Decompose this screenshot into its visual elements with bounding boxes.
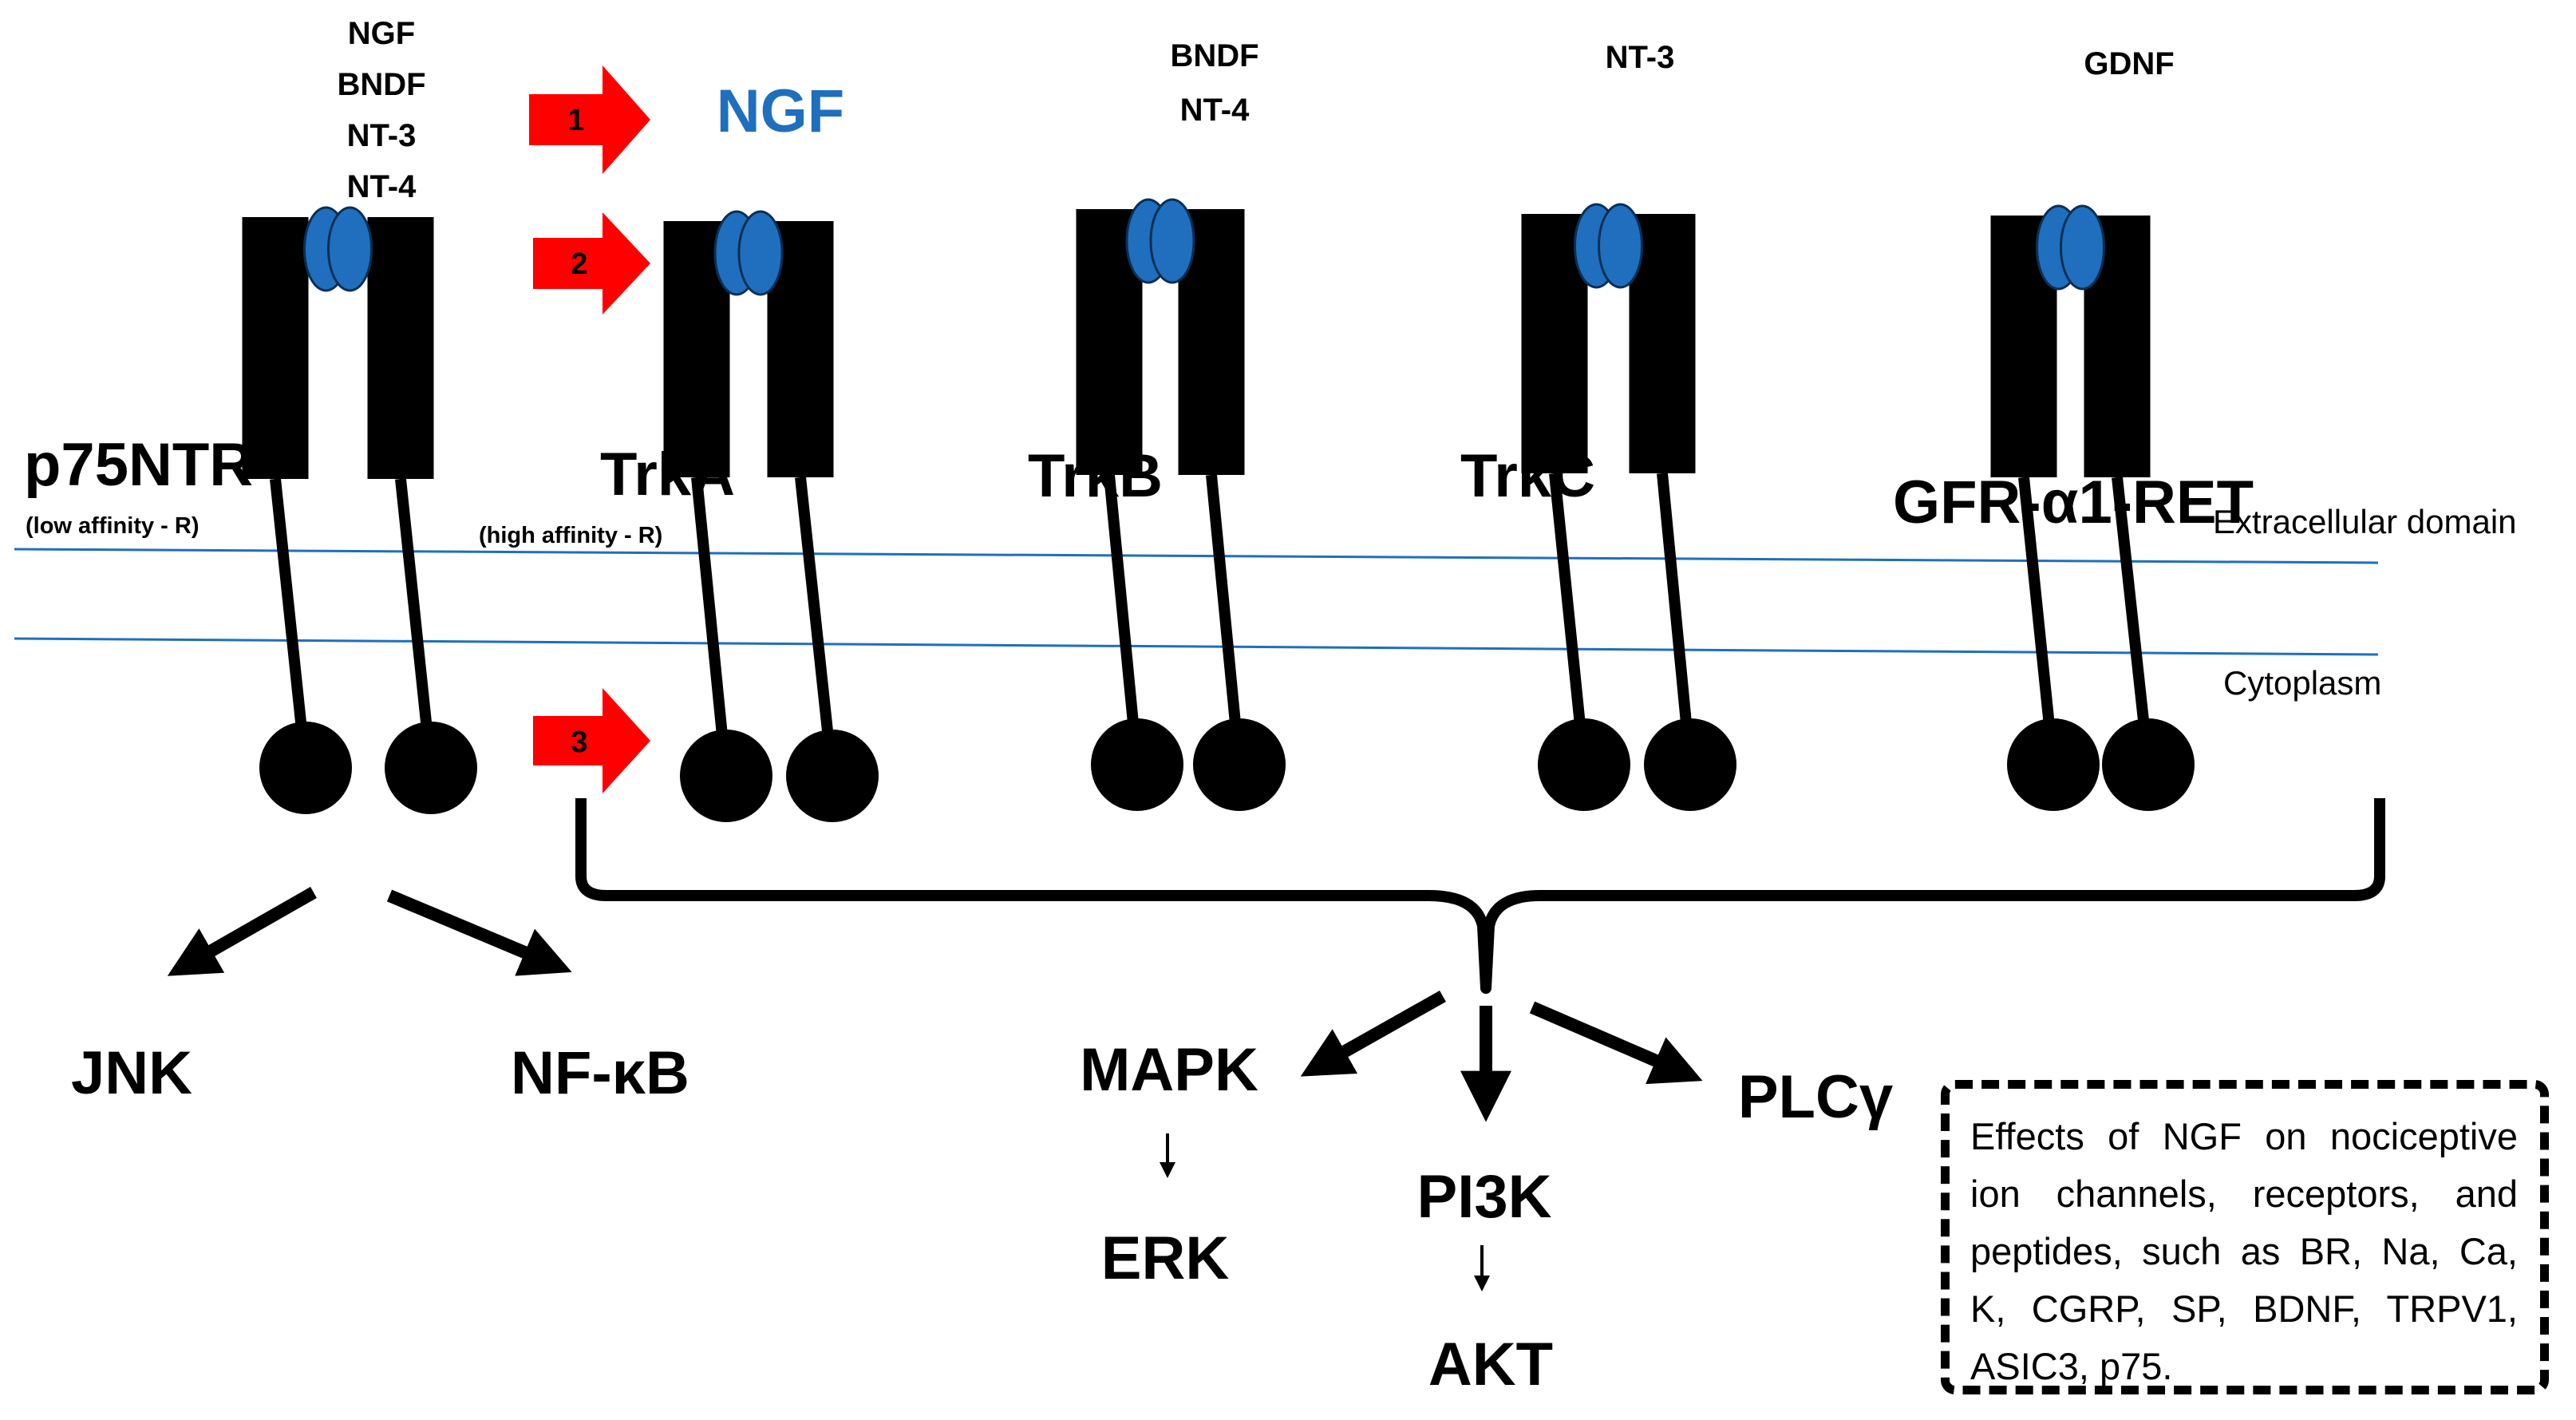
trkb-ligand-oval-right xyxy=(1149,198,1195,284)
p75ntr-ligand-label-1: BNDF xyxy=(337,67,425,102)
trkb-ligand-label-0: BNDF xyxy=(1170,38,1258,73)
trkb-receptor: TrkB BNDF NT-4 xyxy=(1028,38,1286,811)
gfra1ret-name: GFR-α1-RET xyxy=(1893,469,2254,536)
trk-brace xyxy=(575,798,2385,994)
arrow-to-mapk xyxy=(1300,991,1446,1077)
trka-kinase-right xyxy=(786,730,879,822)
trkb-name: TrkB xyxy=(1028,442,1163,510)
trka-affinity: (high affinity - R) xyxy=(479,523,662,548)
trka-ligand-oval-right xyxy=(737,210,784,296)
trka-kinase-left xyxy=(680,730,772,822)
trkb-stem-left xyxy=(1104,474,1143,765)
erk-label: ERK xyxy=(1101,1224,1230,1292)
receptors-layer: p75NTR(low affinity - R)NGFBNDFNT-3NT-4T… xyxy=(24,16,2254,822)
arrow-to-plcg xyxy=(1529,1001,1703,1085)
step-arrow-3: 3 xyxy=(533,688,650,793)
trka-ligand-label: NGF xyxy=(717,77,844,145)
p75ntr-kinase-right xyxy=(385,722,477,814)
trkc-kinase-right xyxy=(1644,718,1736,811)
p75ntr-stem-left xyxy=(270,478,311,769)
p75ntr-affinity: (low affinity - R) xyxy=(26,513,199,539)
membrane-outer-line xyxy=(14,548,2379,564)
gfra1ret-kinase-right xyxy=(2102,718,2195,811)
trkc-stem-left xyxy=(1549,473,1590,765)
step-label-3: 3 xyxy=(571,726,587,759)
p75ntr-ligand-label-0: NGF xyxy=(348,16,415,51)
p75ntr-stem-right xyxy=(395,478,437,769)
arrow-to-nfkb xyxy=(386,889,572,976)
p75ntr-ligand-label-3: NT-4 xyxy=(347,169,417,204)
gfra1ret-receptor: GFR-α1-RET GDNF xyxy=(1893,46,2254,811)
pi3k-label: PI3K xyxy=(1417,1163,1552,1231)
gfra1ret-stem-right xyxy=(2112,477,2154,765)
trkc-stem-right xyxy=(1657,473,1696,765)
step-arrow-1: 1 xyxy=(529,65,650,174)
gfra1ret-stem-left xyxy=(2018,477,2059,765)
p75ntr-kinase-left xyxy=(259,722,352,814)
trkb-kinase-right xyxy=(1193,718,1286,811)
p75ntr-ligand-label-2: NT-3 xyxy=(347,118,417,153)
arrow-to-jnk xyxy=(167,887,317,976)
trkc-receptor: TrkC NT-3 xyxy=(1460,40,1736,811)
trka-stem-right xyxy=(795,477,838,777)
akt-label: AKT xyxy=(1428,1331,1553,1398)
jnk-label: JNK xyxy=(71,1039,192,1107)
plcg-label: PLCγ xyxy=(1738,1063,1893,1131)
step-label-2: 2 xyxy=(571,247,587,281)
mapk-label: MAPK xyxy=(1080,1036,1258,1104)
trkb-stem-right xyxy=(1206,474,1245,765)
p75ntr-receptor: p75NTR (low affinity - R) NGF BNDF NT-3NT-4 xyxy=(24,16,477,814)
trka-stem-left xyxy=(691,477,732,777)
gfra1ret-kinase-left xyxy=(2007,718,2100,811)
gfra1ret-ligand-label-0: GDNF xyxy=(2084,46,2174,81)
trkc-kinase-left xyxy=(1538,718,1630,811)
gfra1ret-ligand-oval-right xyxy=(2060,204,2105,291)
p75ntr-arm-right xyxy=(367,217,434,479)
trka-name: TrkA xyxy=(600,441,735,508)
trkc-ligand-label-0: NT-3 xyxy=(1606,40,1675,75)
p75ntr-name: p75NTR xyxy=(24,431,253,499)
step-arrow-2: 2 xyxy=(533,212,650,314)
cytoplasm-label: Cytoplasm xyxy=(2223,664,2381,702)
p75ntr-arm-left xyxy=(242,217,309,479)
membrane-inner-line xyxy=(14,637,2379,656)
trka-receptor: TrkA (high affinity - R) xyxy=(479,210,879,822)
trkc-ligand-oval-right xyxy=(1598,203,1643,289)
ngf-effects-text: Effects of NGF on nociceptive ion channe… xyxy=(1970,1115,2518,1387)
p75ntr-ligand-oval-right xyxy=(327,206,373,292)
nfkb-label: NF-κB xyxy=(511,1039,689,1107)
trkb-kinase-left xyxy=(1091,718,1183,811)
step-label-1: 1 xyxy=(567,104,584,137)
extracellular-domain-label: Extracellular domain xyxy=(2213,503,2517,540)
trkb-ligand-label-1: NT-4 xyxy=(1180,93,1250,128)
ngf-effects-box: Effects of NGF on nociceptive ion channe… xyxy=(1941,1080,2549,1394)
trkc-name: TrkC xyxy=(1460,442,1595,510)
